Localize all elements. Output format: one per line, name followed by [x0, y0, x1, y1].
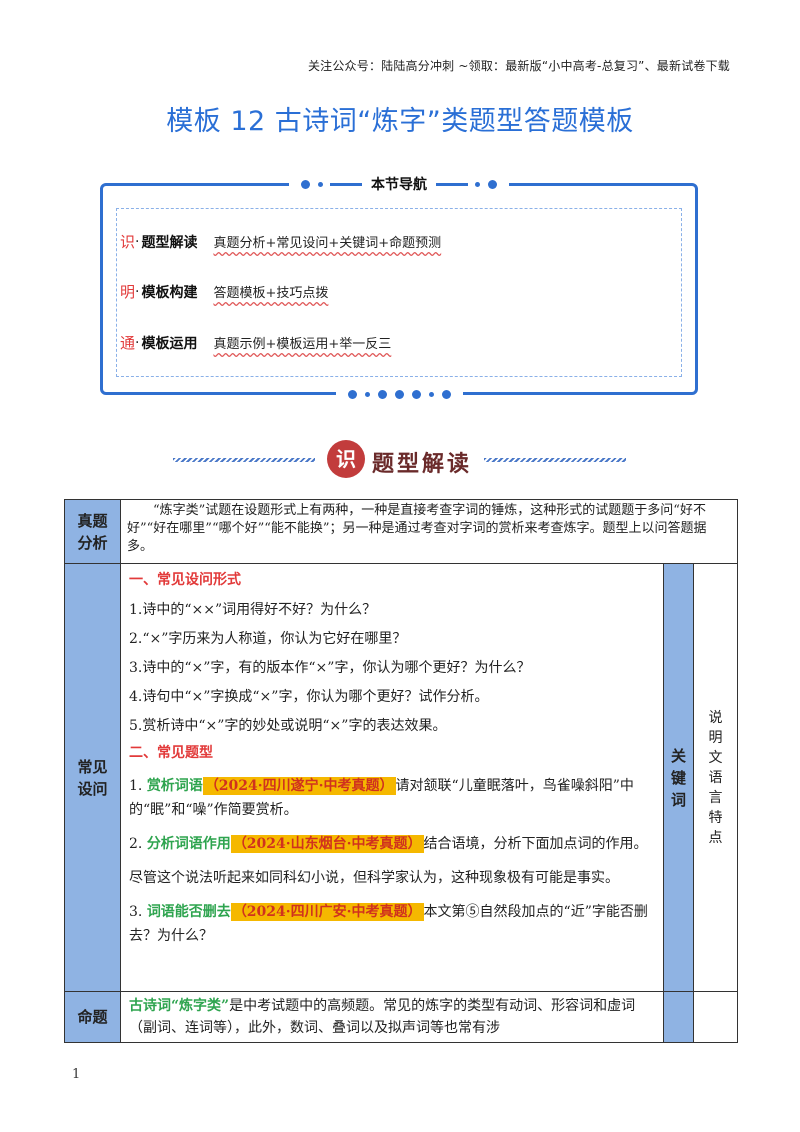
type-text: 请对颔联“儿童眠落叶，鸟雀噪斜阳”中的“眠”和“噪”作简要赏析。 [129, 778, 634, 818]
prediction-lead: 古诗词“炼字类” [129, 998, 230, 1014]
question-item: 4.诗句中“×”字换成“×”字，你认为哪个更好？试作分析。 [129, 689, 489, 705]
nav-item-yunyong[interactable]: 通 · 模板运用 真题示例+模板运用+举一反三 [120, 332, 391, 353]
nav-desc: 真题分析+常见设问+关键词+命题预测 [213, 236, 442, 251]
type-text: 结合语境，分析下面加点词的作用。 [423, 836, 648, 852]
nav-name: 模板构建 [141, 284, 198, 301]
table-row: 常见设问 一、常见设问形式 1.诗中的“××”词用得好不好？为什么？ 2.“×”… [64, 563, 738, 992]
question-item: 3.诗中的“×”字，有的版本作“×”字，你认为哪个更好？为什么？ [129, 660, 531, 676]
question-forms-cell: 一、常见设问形式 1.诗中的“××”词用得好不好？为什么？ 2.“×”字历来为人… [120, 563, 664, 992]
question-type-item: 2. 分析词语作用（2024·山东烟台·中考真题）结合语境，分析下面加点词的作用… [129, 832, 655, 856]
dot-icon [475, 181, 480, 187]
dot-icon [301, 179, 310, 189]
keyword-char: 言 [708, 789, 723, 806]
nav-key: 识 [120, 233, 136, 251]
keyword-char: 文 [708, 749, 723, 766]
keyword-header: 关键词 [663, 563, 694, 992]
nav-sep: · [135, 334, 140, 351]
keyword-char: 明 [708, 729, 723, 746]
header-note: 关注公众号：陆陆高分冲刺 ~领取：最新版“小中高考-总复习”、最新试卷下载 [307, 59, 730, 73]
dot-icon [364, 392, 370, 397]
question-type-item: 1. 赏析词语（2024·四川遂宁·中考真题）请对颔联“儿童眠落叶，鸟雀噪斜阳”… [129, 774, 655, 822]
row-header: 真题分析 [64, 499, 121, 564]
dot-icon [428, 392, 434, 397]
nav-name: 题型解读 [141, 234, 198, 251]
keyword-char: 点 [708, 829, 723, 846]
keyword-header-text: 关键词 [670, 746, 686, 809]
row-header-text: 真题分析 [77, 511, 108, 552]
quoted-sentence: 尽管这个说法听起来如同科幻小说，但科学家认为，这种现象极有可能是事实。 [129, 870, 619, 886]
type-label: 赏析词语 [146, 778, 203, 794]
nav-key: 通 [120, 334, 136, 352]
nav-desc: 真题示例+模板运用+举一反三 [213, 337, 392, 352]
type-number: 3. [129, 904, 143, 920]
type-number: 1. [129, 778, 143, 794]
banner-decor-line [484, 458, 626, 462]
dot-icon [411, 390, 421, 399]
keyword-char: 语 [708, 769, 723, 786]
section-banner: 识 题型解读 [0, 440, 800, 480]
page-title: 模板 12 古诗词“炼字”类题型答题模板 [166, 106, 634, 137]
source-tag: （2024·山东烟台·中考真题） [230, 835, 424, 853]
prediction-text: 是中考试题中的高频题。常见的炼字的类型有动词、形容词和虚词（副词、连词等），此外… [129, 998, 636, 1036]
keyword-cell-empty [693, 991, 738, 1043]
question-item: 1.诗中的“××”词用得好不好？为什么？ [129, 602, 377, 618]
dot-icon [347, 390, 357, 399]
row-header-text: 常见设问 [77, 757, 108, 798]
nav-inner-frame: 识 · 题型解读 真题分析+常见设问+关键词+命题预测 明 · 模板构建 答题模… [116, 208, 682, 377]
type-number: 2. [129, 836, 143, 852]
nav-item-tixing[interactable]: 识 · 题型解读 真题分析+常见设问+关键词+命题预测 [120, 231, 441, 252]
question-item: 5.赏析诗中“×”字的妙处或说明“×”字的表达效果。 [129, 718, 447, 734]
row-header: 命题 [64, 991, 121, 1043]
nav-item-moban[interactable]: 明 · 模板构建 答题模板+技巧点拨 [120, 281, 328, 302]
analysis-table: 真题分析 “炼字类”试题在设题形式上有两种，一种是直接考查字词的锤炼，这种形式的… [64, 499, 738, 1043]
nav-name: 模板运用 [141, 335, 198, 352]
type-label: 分析词语作用 [146, 836, 231, 852]
prediction-cell: 古诗词“炼字类”是中考试题中的高频题。常见的炼字的类型有动词、形容词和虚词（副词… [120, 991, 664, 1043]
dash-icon [436, 182, 468, 186]
nav-key: 明 [120, 283, 136, 301]
table-row: 命题 古诗词“炼字类”是中考试题中的高频题。常见的炼字的类型有动词、形容词和虚词… [64, 991, 738, 1043]
page-number: 1 [72, 1067, 81, 1082]
keyword-char: 特 [708, 809, 723, 826]
dot-icon [377, 390, 387, 399]
type-label: 词语能否删去 [146, 904, 231, 920]
table-row: 真题分析 “炼字类”试题在设题形式上有两种，一种是直接考查字词的锤炼，这种形式的… [64, 499, 738, 564]
row-header: 常见设问 [64, 563, 121, 992]
banner-badge: 识 [327, 440, 365, 478]
dot-icon [488, 179, 497, 189]
keyword-cell: 说 明 文 语 言 特 点 [693, 563, 738, 992]
dot-icon [318, 181, 323, 187]
nav-header: 本节导航 [103, 174, 695, 194]
source-tag: （2024·四川广安·中考真题） [230, 903, 424, 921]
question-type-item: 3. 词语能否删去（2024·四川广安·中考真题）本文第⑤自然段加点的“近”字能… [129, 900, 655, 948]
dot-icon [394, 390, 404, 399]
type-text: 本文第⑤自然段加点的“近”字能否删去？为什么？ [129, 904, 648, 944]
question-item: 2.“×”字历来为人称道，你认为它好在哪里？ [129, 631, 407, 647]
section-heading: 一、常见设问形式 [129, 572, 241, 588]
nav-sep: · [135, 233, 140, 250]
section-navigation-box: 本节导航 识 · 题型解读 真题分析+常见设问+关键词+命题预测 明 · 模板构… [100, 174, 698, 399]
keyword-char: 说 [708, 709, 723, 726]
analysis-text: “炼字类”试题在设题形式上有两种，一种是直接考查字词的锤炼，这种形式的试题题于多… [120, 499, 738, 564]
banner-decor-line [173, 458, 315, 462]
nav-heading: 本节导航 [371, 177, 427, 193]
section-heading: 二、常见题型 [129, 745, 213, 761]
dash-icon [330, 182, 362, 186]
nav-footer [103, 390, 695, 399]
nav-sep: · [135, 283, 140, 300]
nav-desc: 答题模板+技巧点拨 [213, 286, 329, 301]
source-tag: （2024·四川遂宁·中考真题） [202, 777, 396, 795]
keyword-header-empty [663, 991, 694, 1043]
dot-icon [441, 390, 451, 399]
banner-title: 题型解读 [372, 451, 473, 477]
